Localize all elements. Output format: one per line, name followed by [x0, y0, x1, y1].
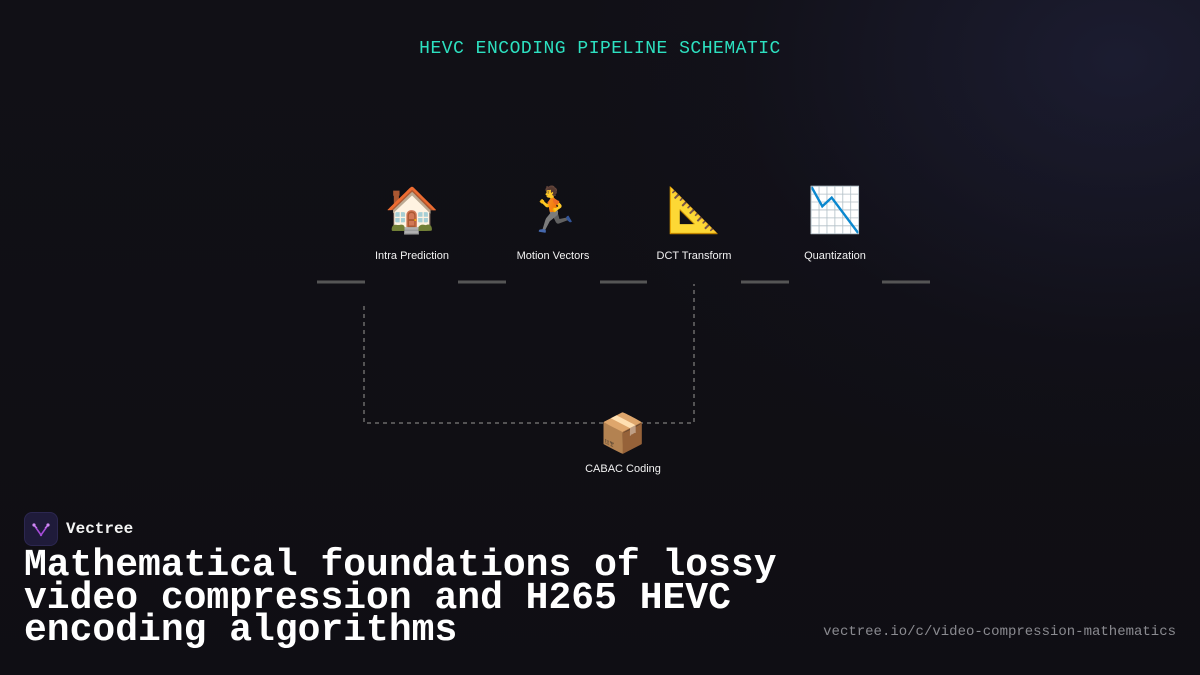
- node-label: CABAC Coding: [585, 463, 661, 475]
- house-icon: 🏠: [384, 185, 440, 236]
- chart-decreasing-icon: 📉: [807, 185, 863, 236]
- node-label: DCT Transform: [656, 250, 732, 262]
- node-intra-prediction: 🏠 Intra Prediction: [342, 185, 482, 262]
- node-quantization: 📉 Quantization: [765, 185, 905, 262]
- vectree-logo-icon: [24, 512, 58, 546]
- page-url[interactable]: vectree.io/c/video-compression-mathemati…: [823, 624, 1176, 640]
- triangular-ruler-icon: 📐: [666, 185, 722, 236]
- package-icon: 📦: [599, 411, 647, 455]
- node-label: Intra Prediction: [375, 250, 449, 262]
- node-dct-transform: 📐 DCT Transform: [624, 185, 764, 262]
- node-motion-vectors: 🏃 Motion Vectors: [483, 185, 623, 262]
- headline: Mathematical foundations of lossy video …: [24, 544, 777, 652]
- brand: Vectree: [24, 512, 133, 546]
- runner-icon: 🏃: [525, 185, 581, 236]
- diagram-title: HEVC ENCODING PIPELINE SCHEMATIC: [419, 39, 781, 59]
- brand-name: Vectree: [66, 520, 134, 538]
- dashed-link-intra-cabac: [363, 284, 695, 424]
- dashed-connectors: [363, 284, 695, 424]
- node-label: Motion Vectors: [516, 250, 590, 262]
- node-label: Quantization: [804, 250, 866, 262]
- node-cabac-coding: 📦 CABAC Coding: [553, 411, 693, 475]
